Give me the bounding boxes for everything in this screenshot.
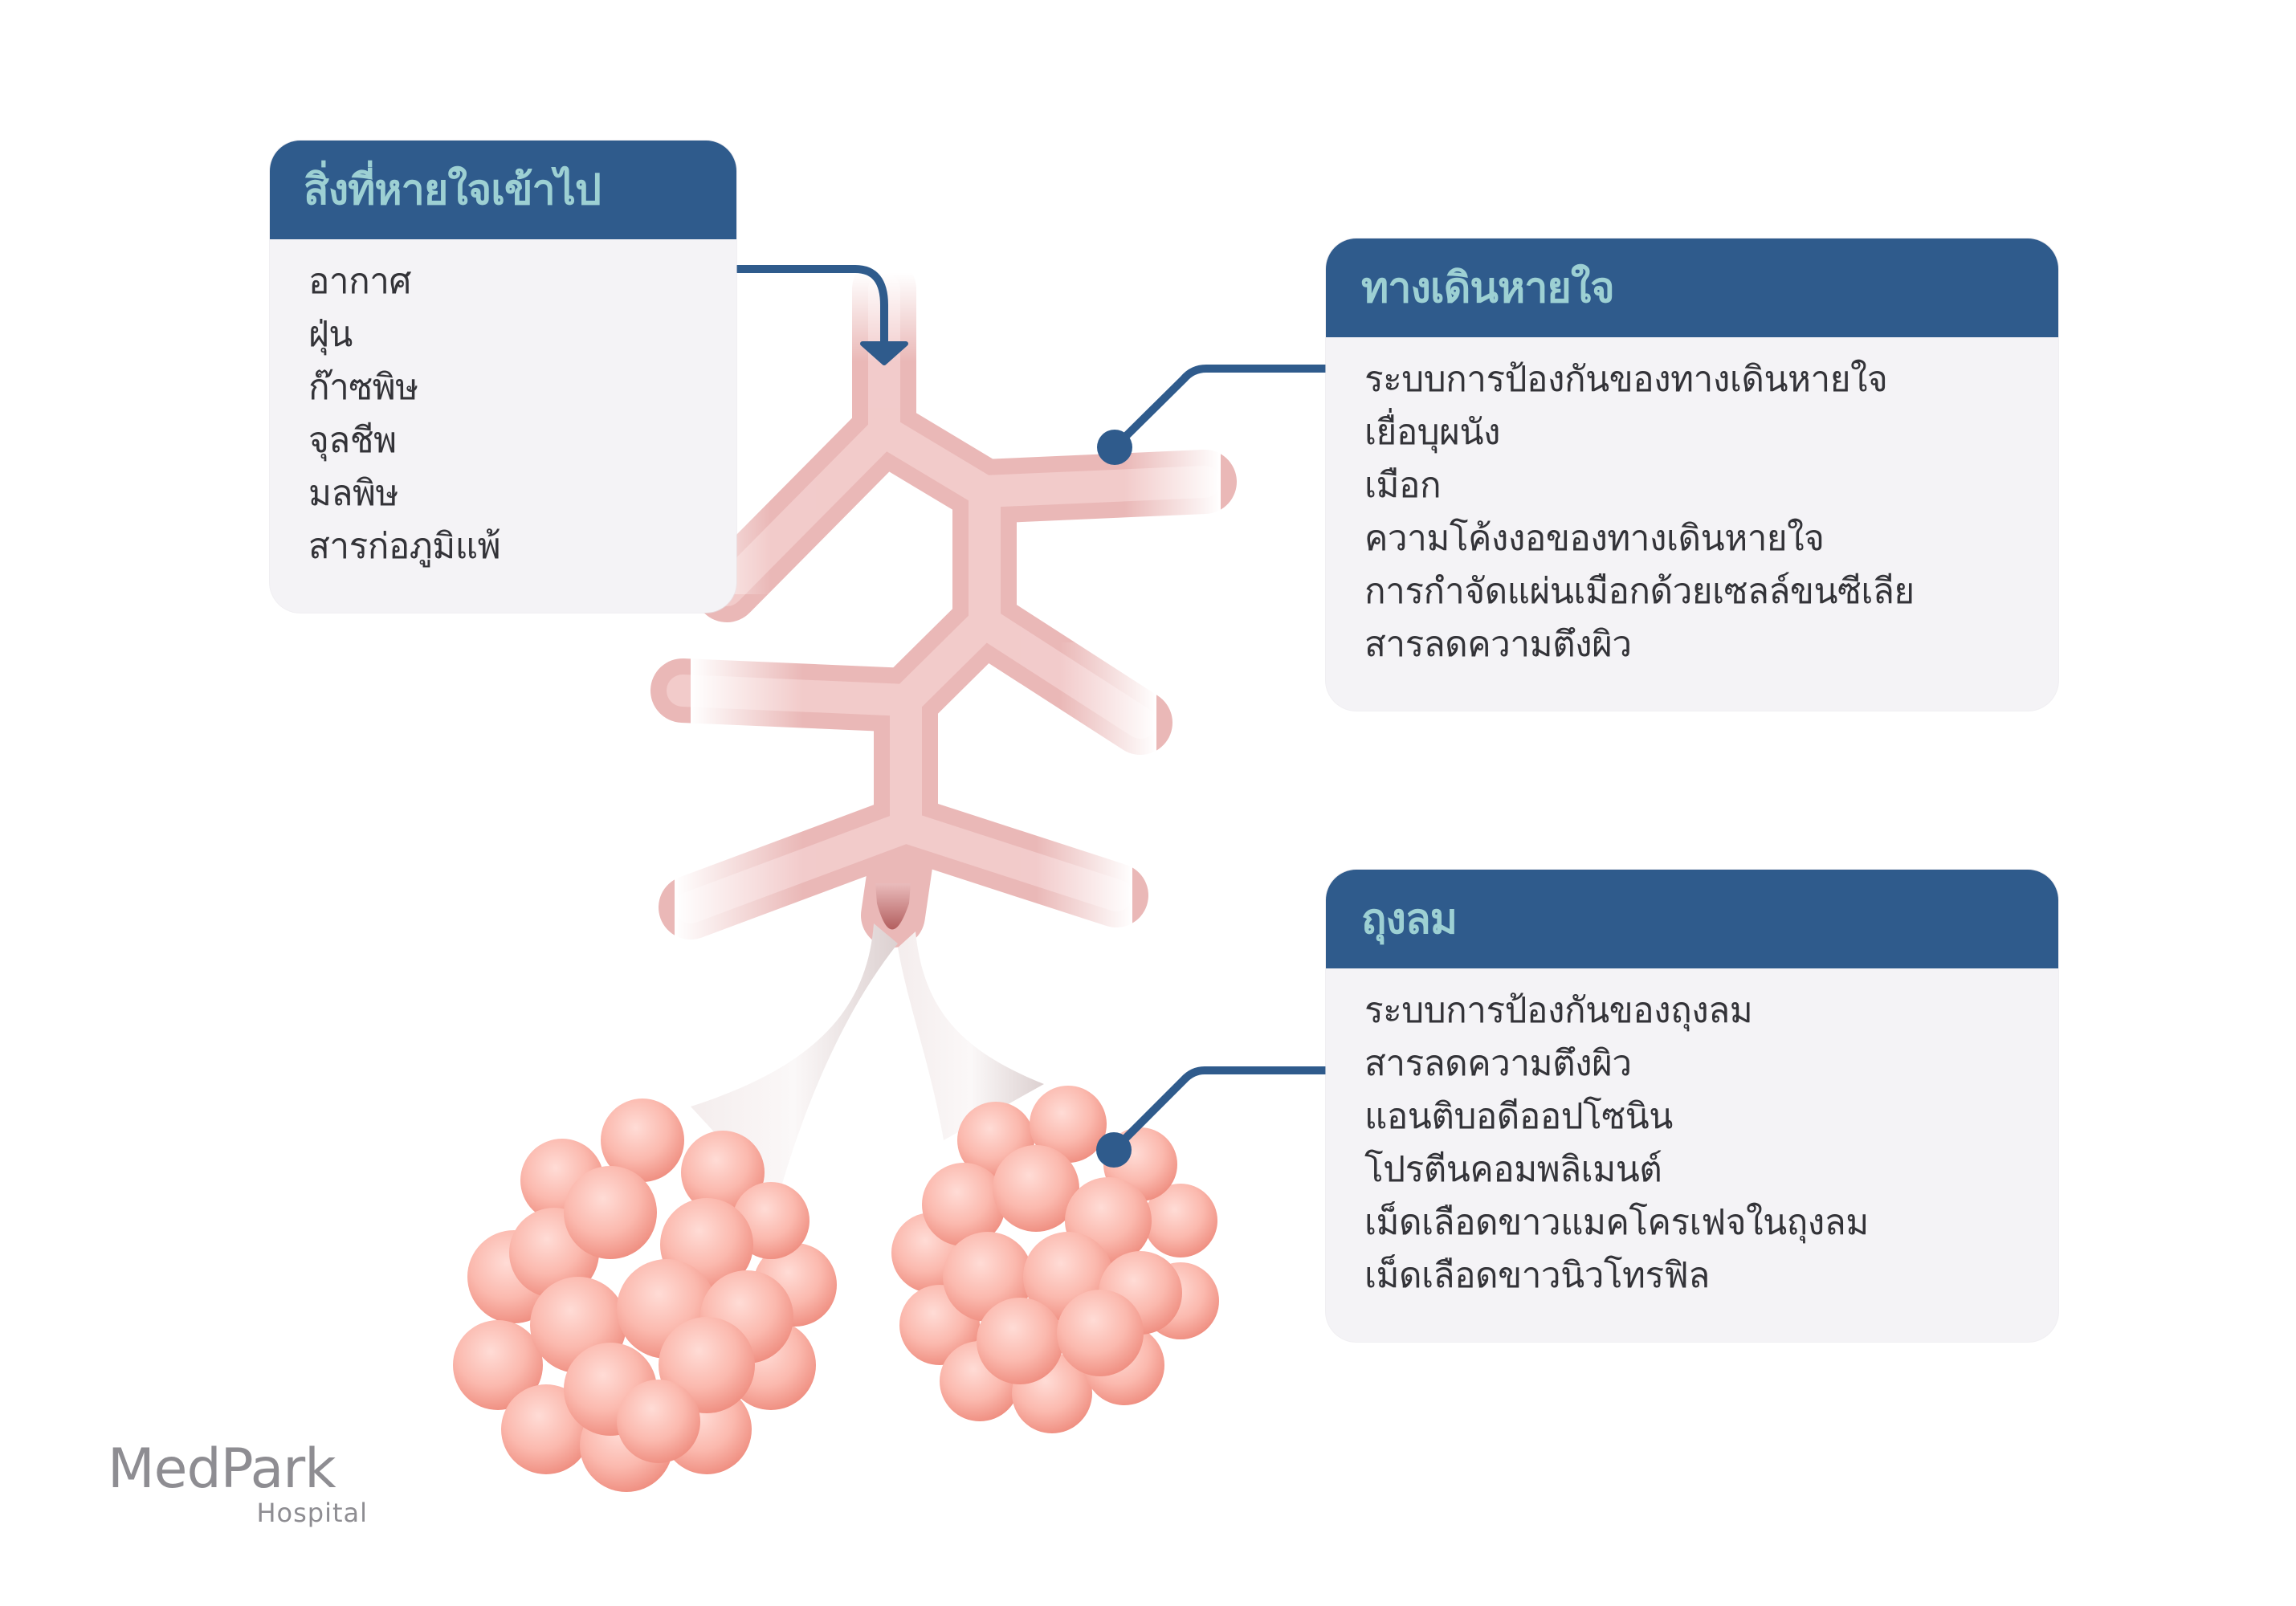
medpark-logo: MedPark Hospital (108, 1442, 373, 1531)
list-item: แอนติบอดีออปโซนิน (1364, 1096, 1673, 1137)
alveoli-cluster-right (891, 1086, 1219, 1433)
list-item: เม็ดเลือดขาวแมคโครเฟจในถุงลม (1364, 1202, 1869, 1243)
list-item: สารก่อภูมิแพ้ (308, 526, 501, 567)
list-item: สารลดความตึงผิว (1364, 1043, 1632, 1084)
card-title: สิ่งที่หายใจเข้าไป (304, 165, 602, 214)
list-item: ระบบการป้องกันของถุงลม (1364, 990, 1753, 1031)
list-item: เมือก (1364, 465, 1442, 506)
card-title: ถุงลม (1361, 895, 1458, 944)
list-item: โปรตีนคอมพลิเมนต์ (1364, 1149, 1662, 1190)
list-item: สารลดความตึงผิว (1364, 624, 1632, 665)
item-list: อากาศ ฝุ่น ก๊าซพิษ จุลชีพ มลพิษ สารก่อภู… (270, 239, 736, 573)
alveoli-cluster-left (453, 1099, 837, 1492)
card-title: ทางเดินหายใจ (1361, 263, 1615, 312)
arrow-down-icon (733, 265, 888, 357)
list-item: ระบบการป้องกันของทางเดินหายใจ (1364, 359, 1888, 400)
card-header: ทางเดินหายใจ (1326, 238, 2058, 337)
item-list: ระบบการป้องกันของทางเดินหายใจ เยื่อบุผนั… (1326, 337, 2058, 671)
connector-alveoli (1110, 1066, 1330, 1154)
list-item: ความโค้งงอของทางเดินหายใจ (1364, 518, 1825, 559)
list-item: ฝุ่น (308, 314, 353, 355)
list-item: เยื่อบุผนัง (1364, 412, 1501, 453)
logo-name: MedPark (108, 1437, 336, 1501)
item-list: ระบบการป้องกันของถุงลม สารลดความตึงผิว แ… (1326, 968, 2058, 1302)
card-header: สิ่งที่หายใจเข้าไป (270, 141, 736, 239)
card-alveoli: ถุงลม ระบบการป้องกันของถุงลม สารลดความตึ… (1326, 870, 2058, 1342)
dot-pointer-icon (1097, 430, 1132, 465)
list-item: เม็ดเลือดขาวนิวโทรฟิล (1364, 1255, 1710, 1296)
list-item: ก๊าซพิษ (308, 367, 418, 408)
list-item: จุลชีพ (308, 420, 397, 461)
card-airways: ทางเดินหายใจ ระบบการป้องกันของทางเดินหาย… (1326, 238, 2058, 711)
list-item: การกำจัดแผ่นเมือกด้วยเซลล์ขนซีเลีย (1364, 571, 1915, 612)
list-item: อากาศ (308, 261, 411, 302)
logo-subtitle: Hospital (256, 1498, 368, 1528)
card-inhaled: สิ่งที่หายใจเข้าไป อากาศ ฝุ่น ก๊าซพิษ จุ… (270, 141, 736, 613)
card-header: ถุงลม (1326, 870, 2058, 968)
connector-airways (1111, 365, 1330, 451)
list-item: มลพิษ (308, 473, 398, 514)
arrowhead (860, 341, 908, 365)
bronchial-tree (650, 257, 1237, 948)
bronchioles (691, 883, 1044, 1200)
dot-pointer-icon (1096, 1132, 1132, 1168)
